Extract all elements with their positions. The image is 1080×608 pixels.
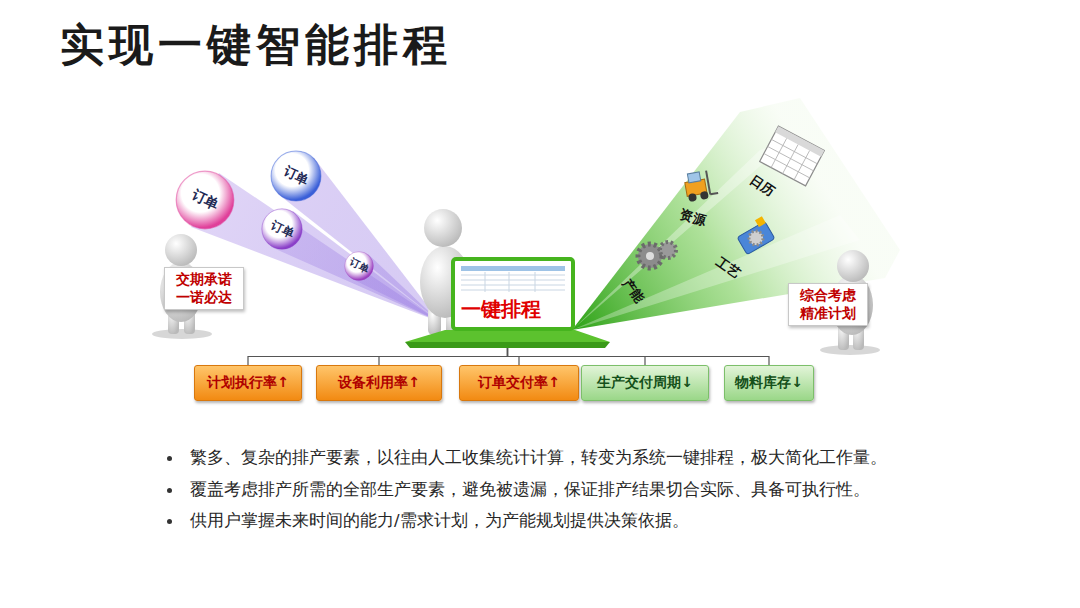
floor-shadow: [820, 345, 880, 355]
bullet-dot: [167, 456, 172, 461]
bullet-text: 覆盖考虑排产所需的全部生产要素，避免被遗漏，保证排产结果切合实际、具备可执行性。: [190, 479, 870, 501]
node-text: 订单交付率↑: [478, 374, 560, 392]
kpi-box: 生产交付周期↓: [581, 365, 709, 401]
floor-shadow: [152, 329, 212, 339]
node-text: 一键排程: [461, 296, 541, 323]
bullet-dot: [167, 519, 172, 524]
node-text: 计划执行率↑: [207, 374, 289, 392]
order-bubble: 订单: [344, 251, 374, 281]
green-beam: [572, 98, 900, 330]
plan-sign: 综合考虑 精准计划: [788, 283, 868, 326]
resource-icon: [683, 169, 718, 202]
laptop-screen: 一键排程: [405, 258, 610, 348]
bullet-dot: [167, 488, 172, 493]
calendar-icon: [760, 126, 825, 186]
promise-sign: 交期承诺 一诺必达: [164, 267, 244, 310]
node-text: 交期承诺 一诺必达: [173, 271, 235, 306]
kpi-box: 计划执行率↑: [194, 365, 302, 401]
connector-line: [508, 348, 770, 365]
bullet-text: 繁多、复杂的排产要素，以往由人工收集统计计算，转变为系统一键排程，极大简化工作量…: [190, 447, 887, 469]
node-text: 综合考虑 精准计划: [797, 287, 859, 322]
order-bubble: 订单: [270, 150, 322, 202]
gear-icon: [638, 242, 676, 268]
kpi-box: 设备利用率↑: [316, 365, 442, 401]
connector-line: [248, 348, 508, 365]
bullet-text: 供用户掌握未来时间的能力/需求计划，为产能规划提供决策依据。: [190, 510, 689, 532]
beam-ray: [572, 215, 860, 330]
order-bubble: 订单: [261, 208, 303, 250]
beam-ray: [572, 140, 790, 330]
process-icon: [734, 216, 775, 255]
node-text: 设备利用率↑: [338, 374, 420, 392]
order-bubble: 订单: [175, 170, 235, 230]
kpi-box: 物料库存↓: [724, 365, 814, 401]
slide-title: 实现一键智能排程: [60, 16, 452, 75]
connector-line: [379, 348, 508, 365]
node-text: 物料库存↓: [735, 374, 803, 392]
node-text: 生产交付周期↓: [597, 374, 693, 392]
kpi-box: 订单交付率↑: [459, 365, 579, 401]
